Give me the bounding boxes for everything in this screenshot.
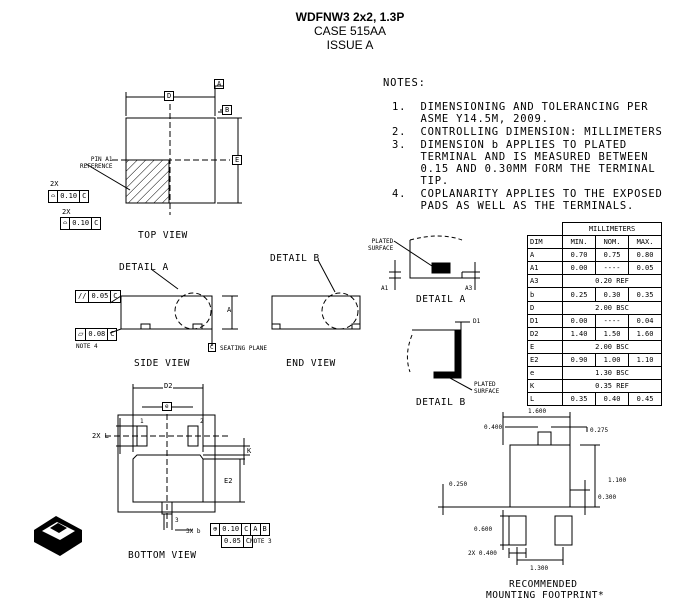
- bottom-view-title: BOTTOM VIEW: [128, 550, 197, 561]
- dim-0600-label: 0.600: [474, 526, 493, 533]
- dim-2x0400-label: 2X 0.400: [468, 550, 497, 557]
- bottom-exposed-pad: [132, 454, 204, 503]
- note4-label: NOTE 4: [76, 343, 98, 350]
- detail-a-terminal: [431, 262, 451, 274]
- dim-1600-label: 1.600: [527, 408, 548, 415]
- table-header-group: MILLIMETERS: [562, 221, 662, 237]
- dim-d2-label: D2: [163, 382, 174, 390]
- note-4: 4. COPLANARITY APPLIES TO THE EXPOSED PA…: [392, 188, 663, 212]
- dim-0300-label: 0.300: [598, 494, 617, 501]
- dim-0400-label: 0.400: [484, 424, 503, 431]
- detail-a-title: DETAIL A: [416, 294, 466, 305]
- package-title: WDFNW3 2x2, 1.3P: [295, 10, 405, 24]
- footprint-title: RECOMMENDED: [509, 579, 578, 590]
- detail-a-circle: [174, 292, 212, 330]
- pin-1-label: 1: [140, 418, 144, 425]
- dim-3xb-label: 3X b: [186, 528, 201, 535]
- datum-e-box: E: [232, 155, 243, 165]
- detail-a-outline: [409, 240, 463, 279]
- datum-a-box: A: [214, 79, 225, 89]
- seating-plane-label: SEATING PLANE: [220, 345, 267, 352]
- pin-3-label: 3: [175, 517, 179, 524]
- notes-heading: NOTES:: [383, 77, 426, 89]
- dim-a3-label: A3: [465, 285, 473, 292]
- detail-b-plated-label: PLATED SURFACE: [474, 381, 500, 395]
- dim-1300-label: 1.300: [530, 565, 549, 572]
- end-view-title: END VIEW: [286, 358, 336, 369]
- detail-a-plated-label: PLATED SURFACE: [368, 238, 394, 252]
- end-view-body: [271, 295, 361, 330]
- detail-b-title: DETAIL B: [416, 397, 466, 408]
- package-3d-icon: [34, 516, 82, 556]
- dim-d1-label: D1: [473, 318, 481, 325]
- detail-b-circle: [321, 292, 359, 330]
- pin-ref-leader: [85, 163, 131, 191]
- dim-0275-label: 0.275: [590, 427, 609, 434]
- dim-a1-label: A1: [381, 285, 389, 292]
- footprint-title-2: MOUNTING FOOTPRINT*: [486, 590, 605, 601]
- dim-a-label: A: [227, 306, 232, 314]
- side-view-title: SIDE VIEW: [134, 358, 190, 369]
- pin-2-label: 2: [200, 418, 204, 425]
- dim-k-label: K: [247, 447, 252, 455]
- fcf2-prefix: 2X: [62, 208, 71, 216]
- top-view-title: TOP VIEW: [138, 230, 188, 241]
- datum-c-box: C: [208, 343, 216, 352]
- datum-b-box: B: [222, 105, 233, 115]
- pin-ref-label: PIN A1 REFERENCE: [80, 156, 113, 170]
- side-view-body: [120, 295, 213, 330]
- datum-d-box: D: [164, 91, 175, 101]
- note-1: 1. DIMENSIONING AND TOLERANCING PER ASME…: [392, 101, 649, 125]
- dim-2xl-label: 2X L: [92, 432, 109, 440]
- note3-label: NOTE 3: [250, 538, 272, 545]
- detail-b-callout: DETAIL B: [270, 253, 320, 264]
- dim-e2-label: E2: [224, 477, 233, 485]
- detail-b-outline: [406, 334, 413, 373]
- dim-0250-label: 0.250: [449, 481, 468, 488]
- detail-a-callout: DETAIL A: [119, 262, 169, 273]
- note-3: 3. DIMENSION b APPLIES TO PLATED TERMINA…: [392, 139, 656, 187]
- dim-e-pitch-box: e: [162, 402, 172, 411]
- dim-1100-label: 1.100: [608, 477, 627, 484]
- issue-label: ISSUE A: [326, 38, 374, 52]
- fcf1-prefix: 2X: [50, 180, 59, 188]
- case-number: CASE 515AA: [313, 24, 387, 38]
- footprint-pad-large: [509, 444, 571, 508]
- pin-a1-hatch: [125, 159, 170, 204]
- note-2: 2. CONTROLLING DIMENSION: MILLIMETERS: [392, 126, 663, 138]
